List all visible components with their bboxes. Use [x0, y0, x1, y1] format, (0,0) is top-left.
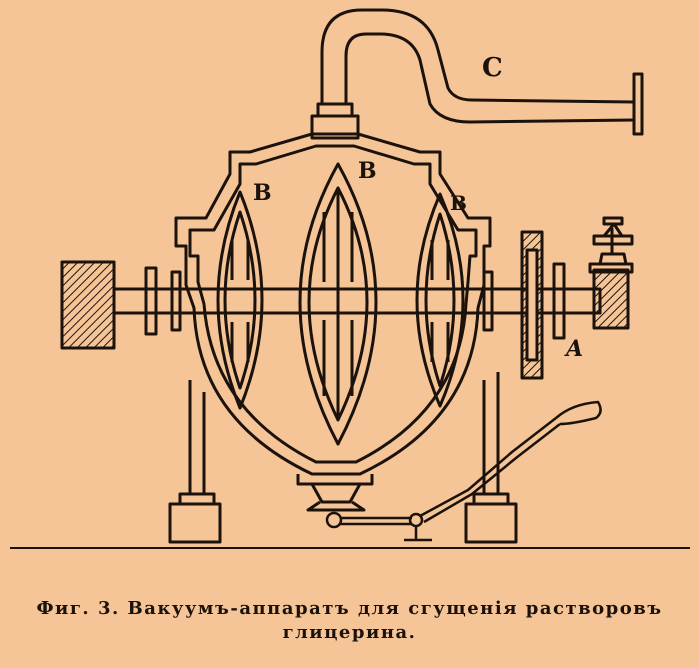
paddle-left	[216, 190, 264, 410]
support-legs	[168, 372, 518, 544]
label-a: A	[564, 336, 583, 362]
paddle-center	[298, 162, 378, 446]
drum-body	[174, 132, 492, 476]
gear-wheel	[520, 230, 544, 380]
figure-caption-line1: Фиг. 3. Вакуумъ-аппаратъ для сгущенія ра…	[36, 598, 663, 619]
label-b-left: B	[253, 180, 272, 206]
drum-outlet	[296, 474, 374, 512]
paddle-right	[415, 192, 465, 408]
label-c: C	[482, 53, 503, 83]
label-b-right: B	[450, 191, 467, 215]
figure-caption-line2: глицерина.	[282, 622, 417, 643]
label-b-center: B	[358, 158, 377, 184]
pulley-right	[588, 216, 634, 330]
pulley-left	[60, 260, 116, 350]
lever-mechanism	[325, 400, 602, 542]
steam-pipe	[310, 8, 644, 140]
